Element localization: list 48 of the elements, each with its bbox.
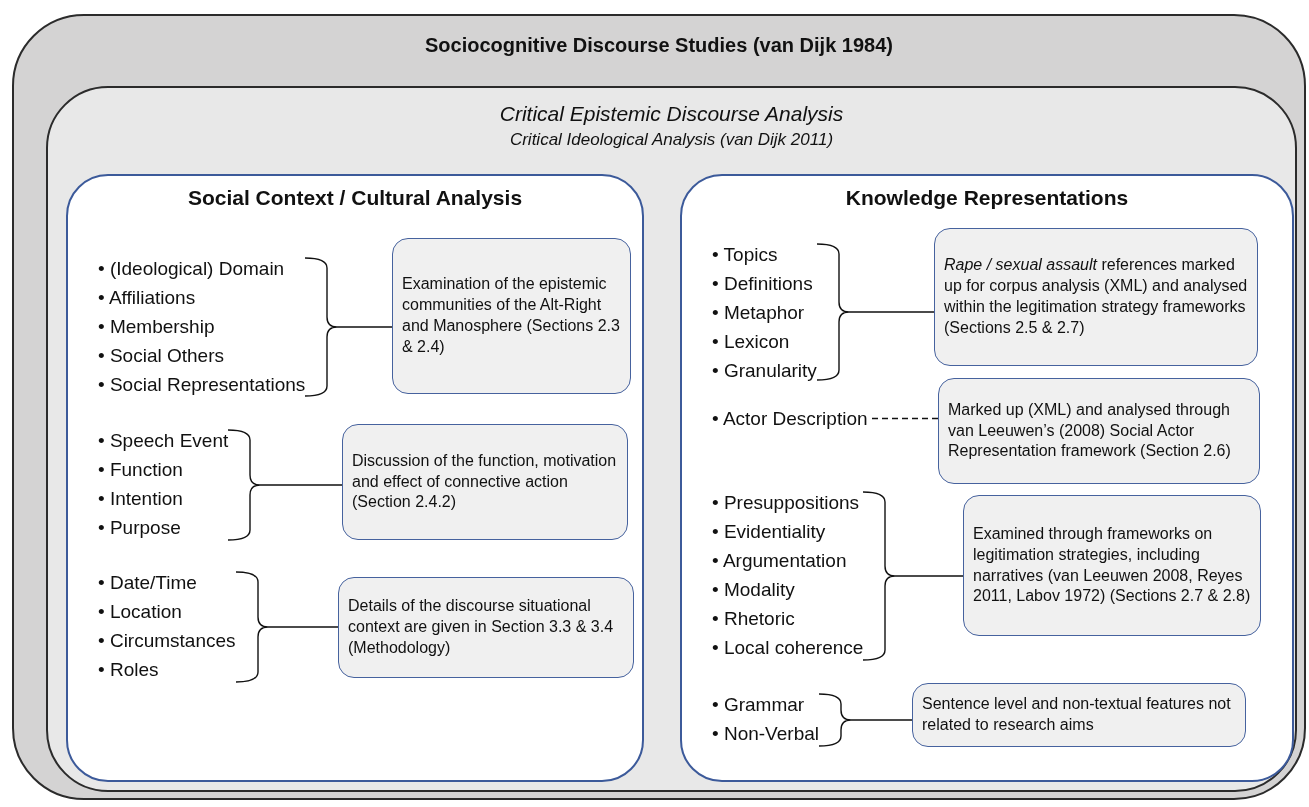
list-item: • Metaphor [712, 301, 805, 325]
list-item: • Function [98, 458, 183, 482]
brace-connector [304, 257, 393, 397]
list-item: • Lexicon [712, 330, 790, 354]
list-item: • Presuppositions [712, 491, 860, 515]
list-item: • Social Representations [98, 373, 306, 397]
list-item: • Definitions [712, 272, 813, 296]
brace-connector [235, 571, 339, 683]
list-item: • Rhetoric [712, 607, 795, 631]
list-item: • Argumentation [712, 549, 847, 573]
list-item: • Location [98, 600, 182, 624]
list-item: • Membership [98, 315, 215, 339]
list-item: • (Ideological) Domain [98, 257, 285, 281]
list-item: • Roles [98, 658, 159, 682]
list-item: • Circumstances [98, 629, 236, 653]
list-item: • Purpose [98, 516, 181, 540]
dashed-connector [871, 417, 939, 420]
panel-heading: Social Context / Cultural Analysis [187, 186, 523, 210]
list-item: • Local coherence [712, 636, 864, 660]
annotation-box: Examined through frameworks on legitimation strategies, including narratives (van Leeuwen 2008, Reyes 2011, Labov 1972) (Sections 2.7 & 2.8) [963, 495, 1261, 636]
frame-title: Critical Epistemic Discourse Analysis [499, 102, 844, 126]
panel [66, 174, 644, 782]
list-item: • Evidentiality [712, 520, 826, 544]
list-item: • Speech Event [98, 429, 229, 453]
brace-connector [818, 693, 913, 747]
list-item: • Granularity [712, 359, 817, 383]
frame-subtitle: Critical Ideological Analysis (van Dijk 2011) [509, 130, 834, 150]
brace-connector [862, 491, 964, 661]
annotation-box: Sentence level and non-textual features not related to research aims [912, 683, 1246, 747]
list-item: • Grammar [712, 693, 805, 717]
annotation-box: Examination of the epistemic communities of the Alt-Right and Manosphere (Sections 2.3 & 2.4) [392, 238, 631, 394]
brace-connector [816, 243, 935, 381]
brace-connector [227, 429, 343, 541]
list-item: • Actor Description [712, 407, 868, 431]
panel-heading: Knowledge Representations [845, 186, 1129, 210]
annotation-box: Details of the discourse situational context are given in Section 3.3 & 3.4 (Methodology) [338, 577, 634, 678]
list-item: • Topics [712, 243, 778, 267]
list-item: • Intention [98, 487, 183, 511]
annotation-box: Rape / sexual assault references marked up for corpus analysis (XML) and analysed within the legitimation strategy frameworks (Sections 2.5 & 2.7) [934, 228, 1258, 366]
annotation-box: Marked up (XML) and analysed through van Leeuwen’s (2008) Social Actor Representation framework (Section 2.6) [938, 378, 1260, 484]
list-item: • Non-Verbal [712, 722, 819, 746]
list-item: • Affiliations [98, 286, 196, 310]
panel [680, 174, 1294, 782]
list-item: • Social Others [98, 344, 224, 368]
list-item: • Modality [712, 578, 795, 602]
frame-heading: Sociocognitive Discourse Studies (van Dijk 1984) [425, 34, 893, 57]
annotation-box: Discussion of the function, motivation and effect of connective action (Section 2.4.2) [342, 424, 628, 540]
list-item: • Date/Time [98, 571, 197, 595]
